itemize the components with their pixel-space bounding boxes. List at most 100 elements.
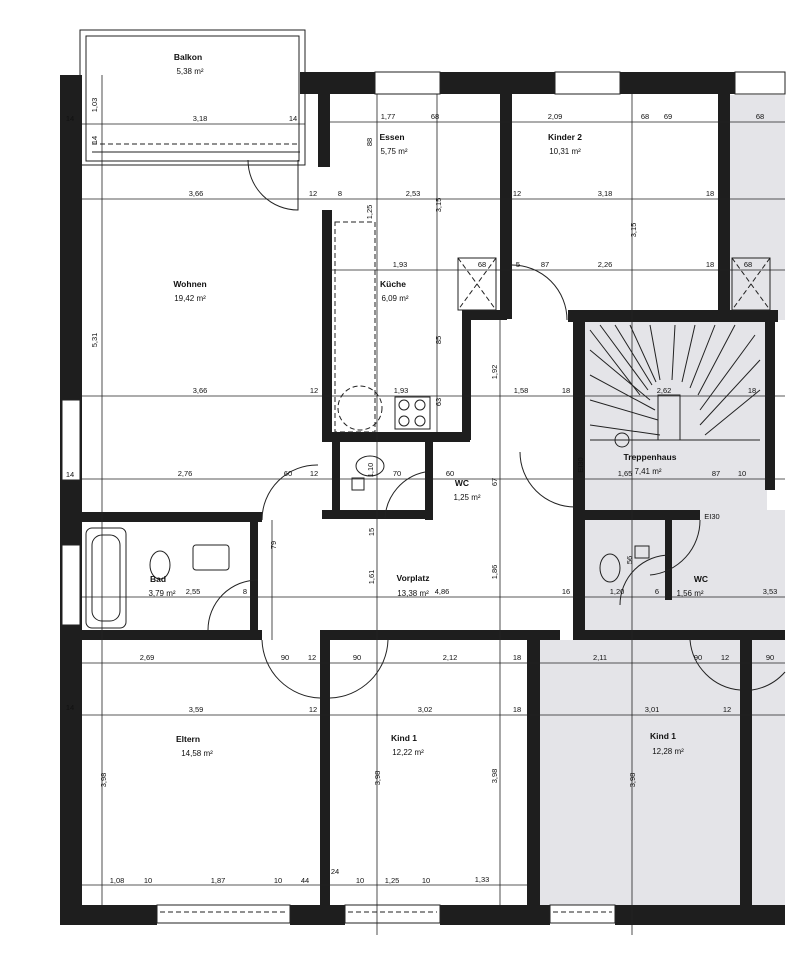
room-kind-1: Kind 112,22 m² bbox=[391, 733, 424, 757]
dimension-label: 1,87 bbox=[211, 876, 226, 885]
toilet-icon bbox=[149, 550, 171, 580]
dimension-label: 4,86 bbox=[435, 587, 450, 596]
dimension-label: 90 bbox=[766, 653, 774, 662]
fire-rating-label: EI30 bbox=[576, 457, 585, 472]
dimension-label: 68 bbox=[431, 112, 439, 121]
dimension-label: 1,25 bbox=[385, 876, 400, 885]
room-name: Kind 1 bbox=[391, 733, 417, 743]
dimension-label: 3,18 bbox=[193, 114, 208, 123]
dimension-label: 3,59 bbox=[189, 705, 204, 714]
kitchen-counter-icon bbox=[334, 221, 376, 433]
room-name: Vorplatz bbox=[397, 573, 430, 583]
dimension-label: 8 bbox=[243, 587, 247, 596]
room-area: 5,38 m² bbox=[176, 67, 203, 76]
room-area: 12,28 m² bbox=[652, 747, 684, 756]
dimension-label: 1,20 bbox=[610, 587, 625, 596]
room-name: Wohnen bbox=[173, 279, 206, 289]
dimension-label: 44 bbox=[301, 876, 309, 885]
dimension-label: 3,66 bbox=[193, 386, 208, 395]
dimension-label: 1,10 bbox=[366, 463, 375, 478]
dimension-label: 2,76 bbox=[178, 469, 193, 478]
dimension-label: 85 bbox=[434, 336, 443, 344]
dimension-label: 2,53 bbox=[406, 189, 421, 198]
fixtures bbox=[85, 221, 771, 629]
dimension-label: 3,98 bbox=[373, 771, 382, 786]
dimension-label: 3,98 bbox=[628, 773, 637, 788]
dimension-label: 3,18 bbox=[598, 189, 613, 198]
room-area: 5,75 m² bbox=[380, 147, 407, 156]
room-wc-1: WC 1,25 m² bbox=[453, 478, 480, 502]
fire-rating-labels: EI30 EI30 bbox=[576, 457, 720, 521]
table-icon bbox=[337, 385, 383, 431]
dimension-label: 3,66 bbox=[189, 189, 204, 198]
dimension-label: 1,08 bbox=[110, 876, 125, 885]
room-vorplatz: Vorplatz 13,38 m² bbox=[397, 573, 430, 598]
dimension-label: 2,11 bbox=[593, 653, 607, 662]
stove-icon bbox=[394, 396, 431, 430]
dimension-label: 90 bbox=[281, 653, 289, 662]
dimension-label: 12 bbox=[513, 189, 521, 198]
walls bbox=[60, 72, 785, 925]
dimension-label: 12 bbox=[723, 705, 731, 714]
room-name: Treppenhaus bbox=[624, 452, 677, 462]
dimension-label: 1,93 bbox=[393, 260, 408, 269]
dimension-lines bbox=[82, 75, 785, 935]
dimension-label: 1,77 bbox=[381, 112, 396, 121]
dimension-label: 10 bbox=[144, 876, 152, 885]
room-area: 13,38 m² bbox=[397, 589, 429, 598]
dimension-label: 2,12 bbox=[443, 653, 458, 662]
dimension-label: 90 bbox=[694, 653, 702, 662]
dimension-label: 14 bbox=[289, 114, 297, 123]
dimension-label: 14 bbox=[66, 114, 74, 123]
dimension-label: 63 bbox=[434, 398, 443, 406]
dimension-label: 69 bbox=[664, 112, 672, 121]
room-area: 19,42 m² bbox=[174, 294, 206, 303]
dimension-label: 12 bbox=[310, 386, 318, 395]
dimension-label: 2,69 bbox=[140, 653, 155, 662]
dimension-label: 24 bbox=[331, 867, 339, 876]
room-name: Kind 1 bbox=[650, 731, 676, 741]
staircase bbox=[589, 324, 761, 448]
dimension-label: 1,93 bbox=[394, 386, 409, 395]
dimension-label: 2,26 bbox=[598, 260, 613, 269]
room-area: 3,79 m² bbox=[148, 589, 175, 598]
sink-icon bbox=[634, 545, 650, 559]
bathtub-icon bbox=[85, 527, 127, 629]
dimension-label: 3,15 bbox=[629, 223, 638, 238]
dimension-label: 14 bbox=[66, 470, 74, 479]
shaft-icon bbox=[731, 257, 771, 311]
room-area: 14,58 m² bbox=[181, 749, 213, 758]
dimension-label: 10 bbox=[274, 876, 282, 885]
room-area: 1,56 m² bbox=[676, 589, 703, 598]
dimension-label: 5,31 bbox=[90, 333, 99, 348]
dimension-label: 12 bbox=[308, 653, 316, 662]
dimension-label: 18 bbox=[513, 705, 521, 714]
dimension-label: 14 bbox=[90, 136, 99, 144]
fire-rating-label: EI30 bbox=[704, 512, 719, 521]
dimension-label: 87 bbox=[712, 469, 720, 478]
dimension-label: 18 bbox=[748, 386, 756, 395]
room-area: 10,31 m² bbox=[549, 147, 581, 156]
dimension-label: 2,09 bbox=[548, 112, 563, 121]
dimension-label: 3,98 bbox=[99, 773, 108, 788]
dimension-label: 1,65 bbox=[618, 469, 633, 478]
room-area: 1,25 m² bbox=[453, 493, 480, 502]
dimension-label: 1,25 bbox=[365, 205, 374, 220]
room-name: WC bbox=[455, 478, 469, 488]
shaft-icon bbox=[457, 257, 497, 311]
dimension-label: 90 bbox=[353, 653, 361, 662]
dimension-label: 16 bbox=[562, 587, 570, 596]
dimension-label: 18 bbox=[706, 189, 714, 198]
dimension-label: 3,98 bbox=[490, 769, 499, 784]
dimension-label: 68 bbox=[756, 112, 764, 121]
dimension-label: 14 bbox=[66, 703, 74, 712]
dimension-label: 1,58 bbox=[514, 386, 529, 395]
dimension-label: 1,33 bbox=[475, 875, 490, 884]
dimension-label: 6 bbox=[655, 587, 659, 596]
